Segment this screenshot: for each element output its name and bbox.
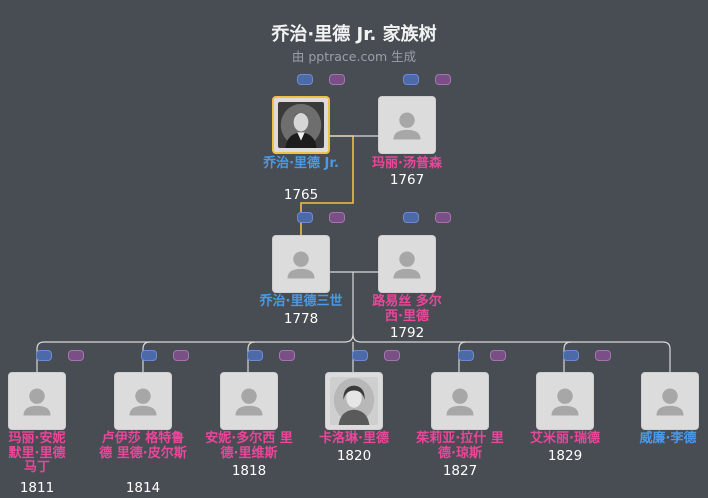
person-name: 乔治·里德 Jr. — [263, 156, 339, 171]
person-card-mary-thompson[interactable] — [378, 96, 436, 154]
male-lineage-tag[interactable] — [563, 350, 579, 361]
male-lineage-tag[interactable] — [352, 350, 368, 361]
person-birth-year: 1778 — [283, 311, 319, 327]
person-placeholder-icon — [23, 388, 51, 416]
female-lineage-tag[interactable] — [435, 74, 451, 85]
person-name: 乔治·里德三世 — [259, 294, 343, 309]
person-placeholder-icon — [287, 251, 315, 279]
person-name: 玛丽·安妮 默里·里德 马丁 — [8, 431, 66, 475]
person-card-mary-annie[interactable] — [8, 372, 66, 430]
male-lineage-tag[interactable] — [297, 74, 313, 85]
male-lineage-tag[interactable] — [297, 212, 313, 223]
person-placeholder-icon — [551, 388, 579, 416]
person-name: 玛丽·汤普森 — [372, 156, 442, 171]
male-lineage-tag[interactable] — [403, 212, 419, 223]
female-lineage-tag[interactable] — [329, 212, 345, 223]
person-placeholder-icon — [393, 112, 421, 140]
person-birth-year: 1767 — [389, 172, 425, 188]
person-name: 威廉·李德 — [639, 431, 697, 446]
person-birth-year: 1820 — [336, 448, 372, 464]
person-name: 卢伊莎 格特鲁德 里德·皮尔斯 — [99, 431, 187, 461]
female-lineage-tag[interactable] — [173, 350, 189, 361]
person-card-emily-reed[interactable] — [536, 372, 594, 430]
person-card-annie-dorsey[interactable] — [220, 372, 278, 430]
female-lineage-tag[interactable] — [329, 74, 345, 85]
person-name: 路易丝 多尔西·里德 — [372, 294, 442, 324]
female-lineage-tag[interactable] — [279, 350, 295, 361]
person-card-george-reed-jr[interactable] — [272, 96, 330, 154]
person-card-george-reed-iii[interactable] — [272, 235, 330, 293]
person-name: 安妮·多尔西 里德·里维斯 — [205, 431, 293, 461]
page-title: 乔治·里德 Jr. 家族树 — [271, 24, 437, 45]
person-placeholder-icon — [656, 388, 684, 416]
portrait-man-icon — [278, 102, 324, 148]
male-lineage-tag[interactable] — [141, 350, 157, 361]
male-lineage-tag[interactable] — [403, 74, 419, 85]
person-card-william-reed[interactable] — [641, 372, 699, 430]
person-birth-year: 1792 — [389, 325, 425, 341]
female-lineage-tag[interactable] — [435, 212, 451, 223]
female-lineage-tag[interactable] — [490, 350, 506, 361]
person-card-julia-rush[interactable] — [431, 372, 489, 430]
person-placeholder-icon — [129, 388, 157, 416]
person-birth-year: 1765 — [283, 187, 319, 203]
female-lineage-tag[interactable] — [595, 350, 611, 361]
person-card-louisa-dorsey-reed[interactable] — [378, 235, 436, 293]
person-card-caroline-reed[interactable] — [325, 372, 383, 430]
person-birth-year: 1814 — [125, 480, 161, 496]
male-lineage-tag[interactable] — [458, 350, 474, 361]
person-placeholder-icon — [446, 388, 474, 416]
person-birth-year: 1811 — [19, 480, 55, 496]
portrait-woman-icon — [330, 377, 378, 425]
gen2-descent-connector — [36, 272, 354, 372]
male-lineage-tag[interactable] — [247, 350, 263, 361]
male-lineage-tag[interactable] — [36, 350, 52, 361]
person-card-lucia-gertrude[interactable] — [114, 372, 172, 430]
person-placeholder-icon — [235, 388, 263, 416]
person-name: 卡洛琳·里德 — [319, 431, 389, 446]
person-birth-year: 1818 — [231, 463, 267, 479]
person-birth-year: 1829 — [547, 448, 583, 464]
female-lineage-tag[interactable] — [384, 350, 400, 361]
person-placeholder-icon — [393, 251, 421, 279]
female-lineage-tag[interactable] — [68, 350, 84, 361]
person-name: 茱莉亚·拉什 里德·琼斯 — [416, 431, 504, 461]
person-birth-year: 1827 — [442, 463, 478, 479]
page-subtitle: 由 pptrace.com 生成 — [291, 49, 417, 64]
person-name: 艾米丽·瑞德 — [530, 431, 600, 446]
